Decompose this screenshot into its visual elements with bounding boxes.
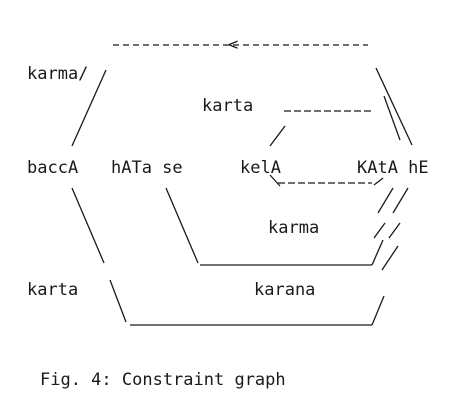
edge-karta-left-down (109, 279, 127, 323)
edge-karma-down-left (71, 69, 107, 147)
edge-kelA-down (269, 174, 281, 187)
edge-middle-bar-up (371, 239, 384, 266)
node-karta-inner: karta (202, 96, 254, 116)
edge-katah-right-2 (392, 187, 409, 214)
edge-bottom-bar-up (371, 295, 385, 326)
edge-baccA-down (71, 187, 105, 264)
edge-lower-right (381, 245, 399, 271)
edge-katah-right-1 (377, 187, 394, 214)
edge-karma-right-1 (373, 222, 386, 239)
figure-caption: Fig. 4: Constraint graph (40, 370, 286, 390)
edge-karta-right (383, 95, 401, 141)
top-arrow-glyph: < (228, 35, 239, 55)
node-kelA: kelA (240, 158, 281, 178)
edge-right-upper-outer (375, 67, 413, 146)
node-karma-top: karma/ (27, 64, 89, 84)
node-hATa-se: hATa se (111, 158, 183, 178)
edge-bar-up-right (373, 177, 384, 186)
node-karana: karana (254, 280, 316, 300)
node-baccA: baccA (27, 158, 79, 178)
node-karma-inner: karma (268, 218, 320, 238)
edge-karta-kelA (269, 125, 286, 147)
node-KAtA-hE: KAtA hE (357, 158, 429, 178)
node-karta-left: karta (27, 280, 79, 300)
edge-hata-down (165, 187, 199, 264)
edge-karma-right-2 (388, 222, 401, 239)
